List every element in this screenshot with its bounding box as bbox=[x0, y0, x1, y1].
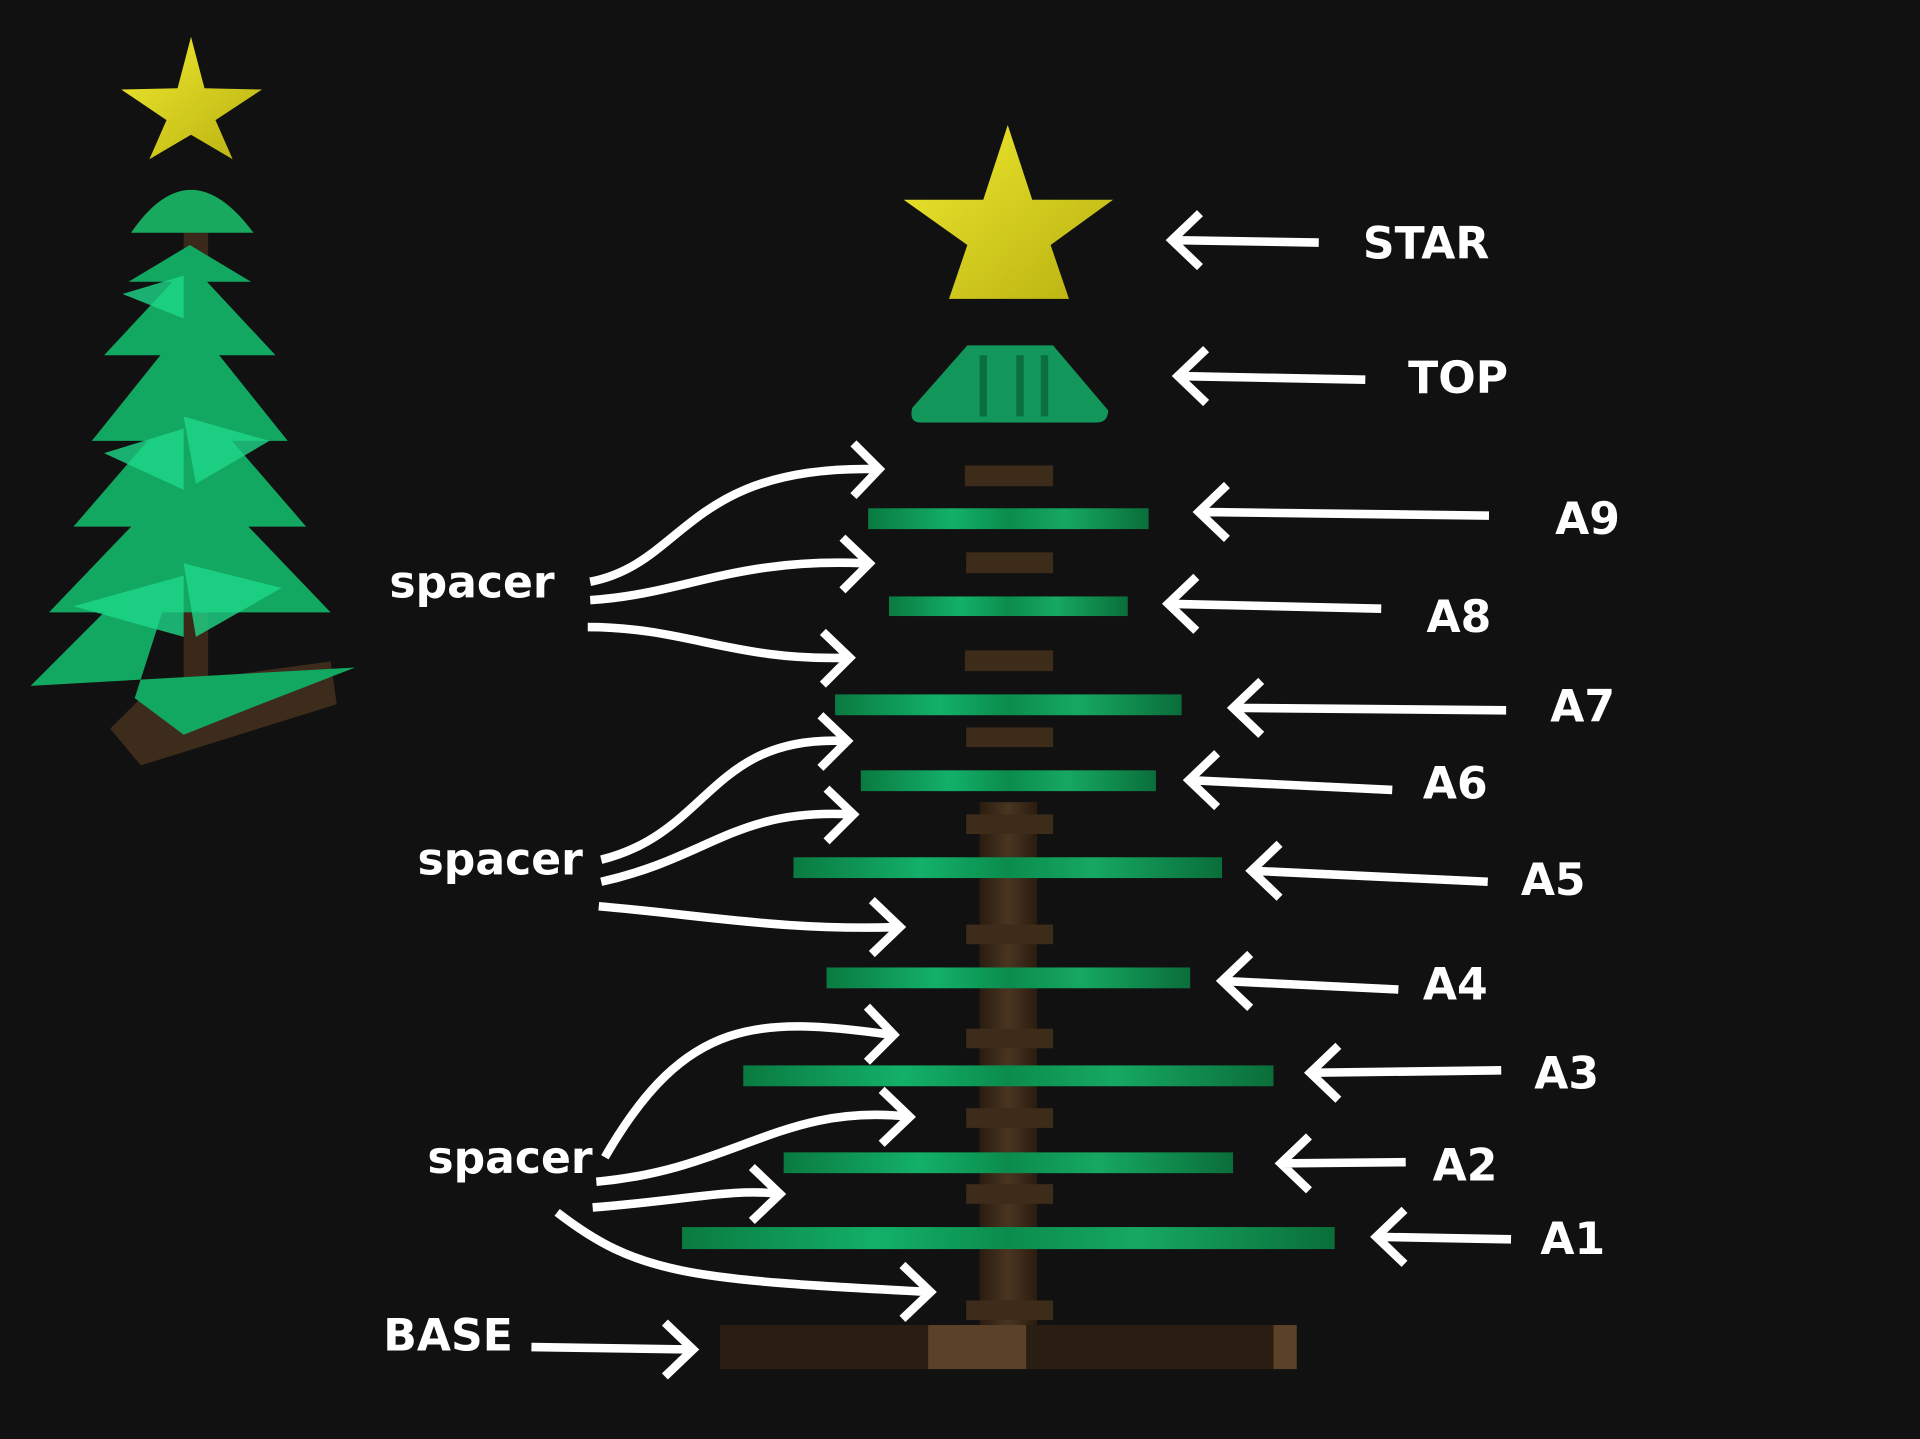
layer-a1 bbox=[682, 1227, 1335, 1250]
label-a8: A8 bbox=[1427, 592, 1492, 643]
spacers bbox=[964, 465, 1054, 1321]
label-a4: A4 bbox=[1423, 959, 1488, 1010]
label-spacer-1: spacer bbox=[389, 558, 555, 609]
layer-a7 bbox=[835, 694, 1182, 716]
label-arrows bbox=[531, 210, 1512, 1380]
label-star: STAR bbox=[1363, 218, 1490, 269]
label-a7: A7 bbox=[1550, 681, 1615, 732]
layer-a4 bbox=[826, 967, 1191, 989]
label-a5: A5 bbox=[1521, 855, 1586, 906]
label-a9: A9 bbox=[1555, 494, 1620, 545]
star-part bbox=[903, 125, 1114, 299]
label-spacer-2: spacer bbox=[418, 834, 584, 885]
label-a2: A2 bbox=[1433, 1141, 1498, 1192]
layer-a5 bbox=[793, 857, 1223, 879]
top-part bbox=[911, 345, 1109, 423]
layer-a2 bbox=[783, 1152, 1234, 1174]
assembled-tree-render bbox=[30, 36, 356, 766]
label-a6: A6 bbox=[1423, 758, 1488, 809]
label-spacer-3: spacer bbox=[427, 1133, 593, 1184]
layer-a3 bbox=[743, 1065, 1274, 1087]
label-base: BASE bbox=[383, 1311, 513, 1362]
label-a3: A3 bbox=[1534, 1049, 1599, 1100]
layer-a8 bbox=[888, 596, 1128, 617]
layer-a6 bbox=[860, 770, 1156, 792]
label-a1: A1 bbox=[1540, 1214, 1605, 1265]
exploded-parts bbox=[682, 125, 1335, 1370]
render-star-icon bbox=[121, 36, 263, 160]
spacer-arrows bbox=[554, 440, 937, 1322]
label-top: TOP bbox=[1408, 353, 1508, 404]
layer-a9 bbox=[868, 508, 1149, 530]
